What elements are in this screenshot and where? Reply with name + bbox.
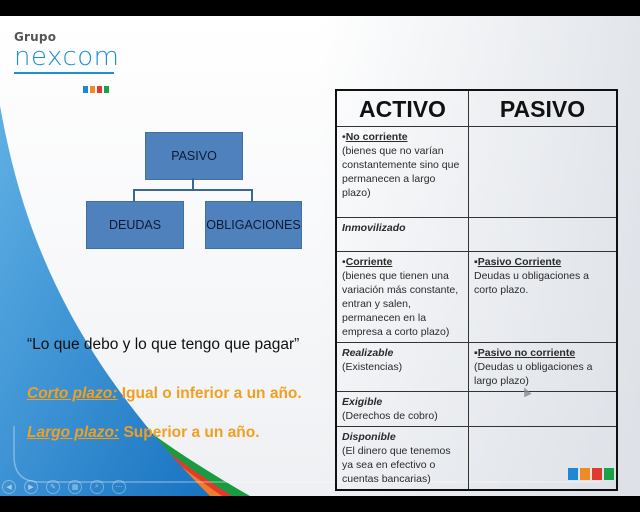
more-options-icon[interactable]: ⋯ [112,480,126,494]
slides-grid-icon[interactable]: ▦ [68,480,82,494]
nexcom-logo: Grupo nexcom [14,30,119,74]
cell-activo: Inmovilizado [335,217,469,252]
cell-pasivo [468,426,618,491]
cell-pasivo: ▪Pasivo Corriente Deudas u obligaciones … [468,251,618,343]
org-box-pasivo: PASIVO [145,132,243,180]
cell-pasivo [468,217,618,252]
bullet: ▪ [474,256,478,268]
activo-pasivo-table: ACTIVO PASIVO •No corriente (bienes que … [335,89,618,491]
table-header-row: ACTIVO PASIVO [335,89,618,127]
cell-pasivo: ▪Pasivo no corriente (Deudas u obligacio… [468,342,618,392]
logo-color-squares [83,86,109,93]
term-text: Superior a un año. [119,424,260,441]
square-green [104,86,109,93]
cell-activo: •Corriente (bienes que tienen una variac… [335,251,469,343]
term-largo-plazo: Largo plazo: Superior a un año. [27,424,260,442]
header-pasivo: PASIVO [468,89,618,127]
org-box-obligaciones: OBLIGACIONES [205,201,302,249]
cell-title: Corriente [345,256,393,268]
org-connector [251,189,253,201]
cell-title: No corriente [345,131,408,143]
table-row: Inmovilizado [335,217,618,252]
table-row: Disponible (El dinero que tenemos ya sea… [335,426,618,491]
cell-desc: (bienes que tienen una variación más con… [342,270,459,338]
cell-title: Realizable [342,347,394,359]
term-corto-plazo: Corto plazo: Igual o inferior a un año. [27,385,302,403]
cell-title: Pasivo Corriente [477,256,562,268]
pen-icon[interactable]: ✎ [46,480,60,494]
cell-title: Disponible [342,431,396,443]
header-activo: ACTIVO [335,89,469,127]
logo-underline [14,72,114,74]
cell-activo: Disponible (El dinero que tenemos ya sea… [335,426,469,491]
previous-slide-icon[interactable]: ◀ [2,480,16,494]
cell-pasivo [468,391,618,427]
term-label: Largo plazo: [27,424,120,441]
org-connector [133,189,253,191]
org-connector [133,189,135,201]
cell-pasivo [468,126,618,218]
presentation-slide: Grupo nexcom PASIVO DEUDAS OBLIGACIONES … [0,16,640,496]
cell-desc: (bienes que no varían constantemente sin… [342,145,460,199]
table-row: Exigible (Derechos de cobro) [335,391,618,427]
cell-desc: (Existencias) [342,361,403,373]
logo-brand-text: nexcom [14,42,120,72]
decorative-swoosh [0,106,600,496]
square-blue [83,86,88,93]
term-text: Igual o inferior a un año. [117,385,302,402]
bullet: • [342,256,346,268]
cell-title: Inmovilizado [342,222,406,234]
term-label: Corto plazo: [27,385,118,402]
cell-desc: (Derechos de cobro) [342,410,438,422]
quote-text: “Lo que debo y lo que tengo que pagar” [27,336,300,353]
table-row: Realizable (Existencias) ▪Pasivo no corr… [335,342,618,392]
square-red [592,468,602,480]
square-blue [568,468,578,480]
logo-grupo-text: Grupo [14,30,57,44]
cell-title: Exigible [342,396,383,408]
cell-title: Pasivo no corriente [477,347,576,359]
square-green [604,468,614,480]
cell-desc: Deudas u obligaciones a corto plazo. [474,270,589,296]
cell-desc: (Deudas u obligaciones a largo plazo) [474,361,593,387]
cell-desc: (El dinero que tenemos ya sea en efectiv… [342,445,451,485]
bullet: ▪ [474,347,478,359]
square-red [97,86,102,93]
zoom-icon[interactable]: ⌕ [90,480,104,494]
cell-activo: Exigible (Derechos de cobro) [335,391,469,427]
square-orange [90,86,95,93]
square-orange [580,468,590,480]
org-connector [192,178,194,190]
table-row: •No corriente (bienes que no varían cons… [335,126,618,218]
footer-color-squares [568,468,614,480]
next-slide-icon[interactable]: ▶ [24,480,38,494]
cell-activo: Realizable (Existencias) [335,342,469,392]
bullet: • [342,131,346,143]
slideshow-controls: ◀ ▶ ✎ ▦ ⌕ ⋯ [2,480,126,494]
org-box-deudas: DEUDAS [86,201,184,249]
table-row: •Corriente (bienes que tienen una variac… [335,251,618,343]
cell-activo: •No corriente (bienes que no varían cons… [335,126,469,218]
